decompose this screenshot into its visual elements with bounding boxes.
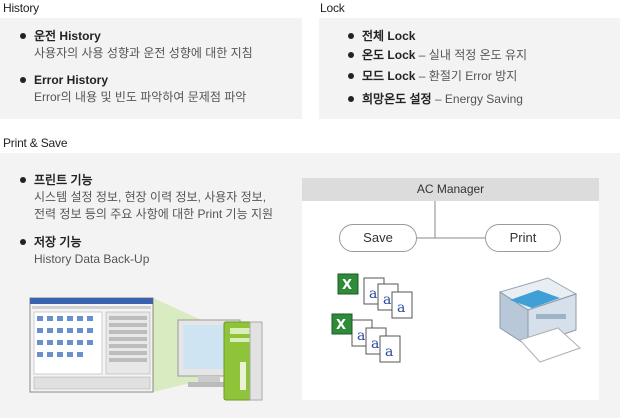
bullet-icon	[20, 77, 26, 83]
history-item-drive: 운전 History 사용자의 사용 성향과 운전 성향에 대한 지침	[20, 28, 300, 62]
svg-text:a: a	[383, 292, 391, 308]
lock-item-temp: 온도 Lock – 실내 적정 온도 유지	[348, 47, 527, 64]
print-save-item-sub1: History Data Back-Up	[34, 252, 150, 266]
bullet-icon	[348, 33, 354, 39]
svg-text:a: a	[371, 336, 379, 352]
lock-item-desc: – 환절기 Error 방지	[415, 69, 518, 83]
bullet-icon	[348, 52, 354, 58]
svg-text:a: a	[397, 300, 405, 316]
bullet-icon	[20, 177, 26, 183]
lock-item-desc: – Energy Saving	[431, 92, 523, 106]
print-save-item-print: 프린트 기능 시스템 설정 정보, 현장 이력 정보, 사용자 정보, 전력 정…	[20, 172, 300, 223]
lock-item-key: 모드 Lock	[362, 69, 416, 83]
print-save-item-head: 프린트 기능	[34, 173, 93, 187]
svg-text:a: a	[369, 286, 377, 302]
lock-item-key: 희망온도 설정	[362, 92, 432, 106]
print-save-item-sub2: 전력 정보 등의 주요 사항에 대한 Print 기능 지원	[34, 207, 274, 221]
print-save-item-sub1: 시스템 설정 정보, 현장 이력 정보, 사용자 정보,	[34, 190, 267, 204]
history-panel	[0, 18, 302, 119]
lock-item-all: 전체 Lock	[348, 28, 415, 45]
history-item-sub: Error의 내용 및 빈도 파악하여 문제점 파악	[34, 90, 247, 104]
bullet-icon	[20, 33, 26, 39]
printer-icon	[498, 277, 581, 363]
save-label: Save	[339, 224, 417, 252]
lock-item-key: 온도 Lock	[362, 48, 416, 62]
bullet-icon	[348, 73, 354, 79]
lock-item-key: 전체 Lock	[362, 29, 416, 43]
lock-item-mode: 모드 Lock – 환절기 Error 방지	[348, 68, 517, 85]
svg-text:X: X	[336, 318, 346, 333]
print-save-title: Print & Save	[3, 136, 68, 150]
print-save-item-head: 저장 기능	[34, 235, 82, 249]
lock-item-setpoint: 희망온도 설정 – Energy Saving	[348, 91, 523, 108]
history-item-head: 운전 History	[34, 29, 101, 43]
svg-text:X: X	[342, 278, 352, 293]
bullet-icon	[348, 96, 354, 102]
excel-documents-icon: a a a X a a a X	[331, 273, 413, 363]
print-label: Print	[485, 224, 561, 252]
lock-item-desc: – 실내 적정 온도 유지	[415, 48, 528, 62]
print-save-item-save: 저장 기능 History Data Back-Up	[20, 234, 300, 268]
lock-title: Lock	[320, 1, 345, 15]
svg-text:a: a	[357, 328, 365, 344]
lock-panel	[319, 18, 620, 119]
history-title: History	[3, 1, 39, 15]
computer-illustration	[29, 297, 263, 401]
history-item-error: Error History Error의 내용 및 빈도 파악하여 문제점 파악	[20, 72, 300, 106]
history-item-head: Error History	[34, 73, 109, 87]
bullet-icon	[20, 239, 26, 245]
svg-text:a: a	[385, 344, 393, 360]
ac-manager-header: AC Manager	[302, 178, 599, 201]
ac-manager-diagram: AC Manager Save Print a a a X a a a X	[302, 178, 599, 400]
history-item-sub: 사용자의 사용 성향과 운전 성향에 대한 지침	[34, 46, 253, 60]
